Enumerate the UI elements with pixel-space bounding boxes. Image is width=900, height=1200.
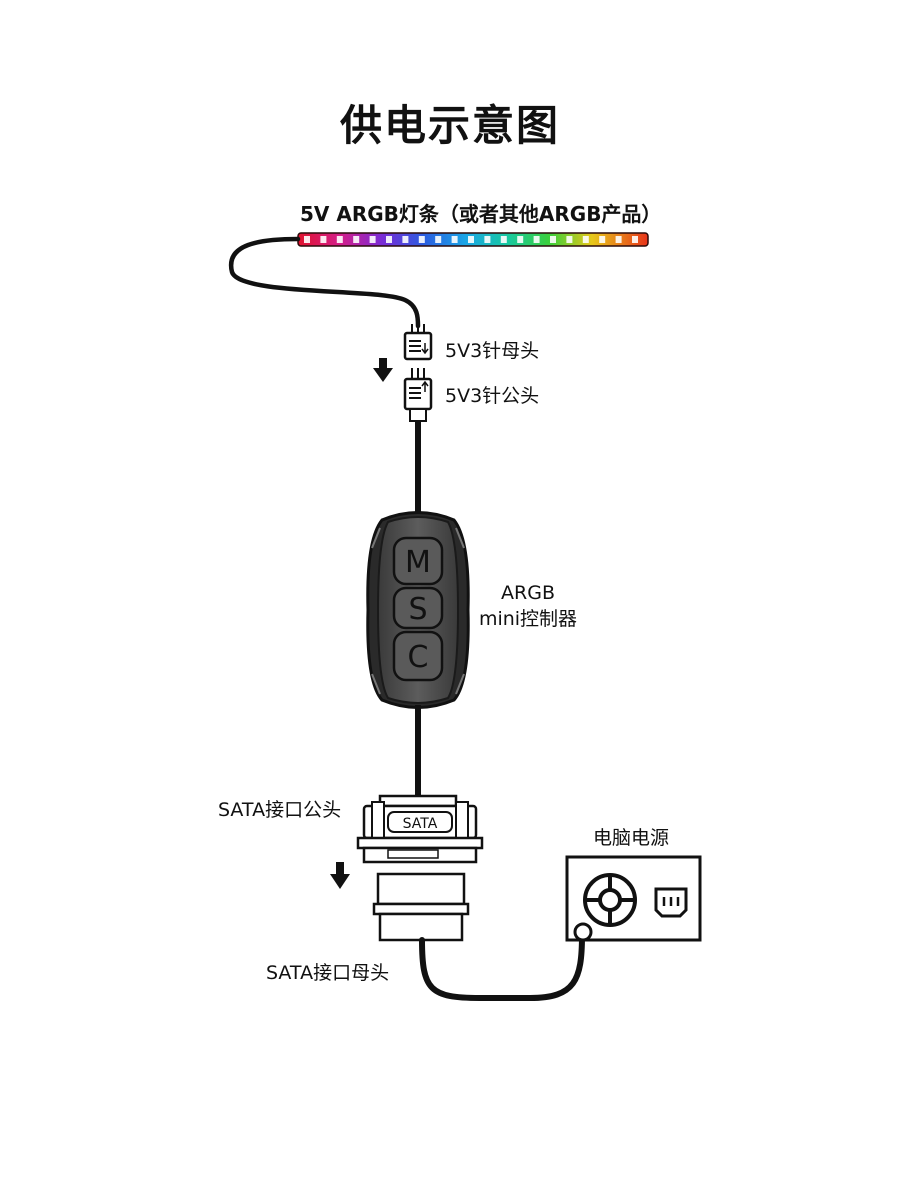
connector-female <box>403 324 433 361</box>
diagram-title: 供电示意图 <box>339 101 560 150</box>
connector-female-label: 5V3针母头 <box>445 340 540 362</box>
led-chip <box>418 236 425 243</box>
led-chip <box>320 236 327 243</box>
psu-cable <box>419 932 585 1001</box>
led-chip <box>468 236 474 243</box>
led-chip <box>484 236 491 243</box>
controller-button-s[interactable]: S <box>392 586 444 630</box>
led-chip <box>435 236 442 243</box>
controller-button-c[interactable]: C <box>392 630 444 682</box>
controller-label-line2: mini控制器 <box>478 608 578 630</box>
strip-cable <box>228 236 421 329</box>
controller-label: ARGB mini控制器 <box>468 580 588 632</box>
led-chip <box>451 236 458 243</box>
down-arrow-icon <box>373 358 393 382</box>
led-chip <box>500 236 507 243</box>
button-m-letter: M <box>405 545 431 580</box>
led-chip <box>582 236 589 243</box>
led-chip <box>402 236 409 243</box>
psu-cable-grommet-icon <box>573 922 593 942</box>
button-c-letter: C <box>408 640 429 675</box>
fan-icon <box>583 873 637 927</box>
led-chip <box>386 236 392 243</box>
sata-female-label: SATA接口母头 <box>266 962 390 984</box>
led-chip <box>353 236 360 243</box>
controller-label-line1: ARGB <box>501 582 555 604</box>
sata-plug-text: SATA <box>403 816 438 832</box>
led-chip <box>369 236 376 243</box>
led-chip <box>632 236 638 243</box>
sata-male-label: SATA接口公头 <box>218 799 342 821</box>
led-strip-label: 5V ARGB灯条（或者其他ARGB产品） <box>300 202 662 226</box>
button-s-letter: S <box>408 592 427 627</box>
led-chip <box>599 236 606 243</box>
sata-female-plug <box>372 872 470 942</box>
computer-power-supply <box>565 855 702 942</box>
controller-button-m[interactable]: M <box>392 536 444 586</box>
led-strip <box>297 232 649 247</box>
down-arrow-icon <box>330 862 350 889</box>
led-dots <box>304 236 638 243</box>
led-chip <box>533 236 540 243</box>
led-chip <box>517 236 524 243</box>
led-chip <box>550 236 556 243</box>
connector-male <box>403 368 433 422</box>
sata-male-plug: SATA <box>356 794 484 864</box>
connector-male-label: 5V3针公头 <box>445 385 540 407</box>
led-chip <box>615 236 622 243</box>
led-chip <box>336 236 343 243</box>
led-chip <box>566 236 573 243</box>
led-chip <box>304 236 310 243</box>
power-socket-icon <box>654 887 688 918</box>
psu-label: 电脑电源 <box>593 827 670 849</box>
argb-mini-controller: M S C <box>366 511 470 709</box>
